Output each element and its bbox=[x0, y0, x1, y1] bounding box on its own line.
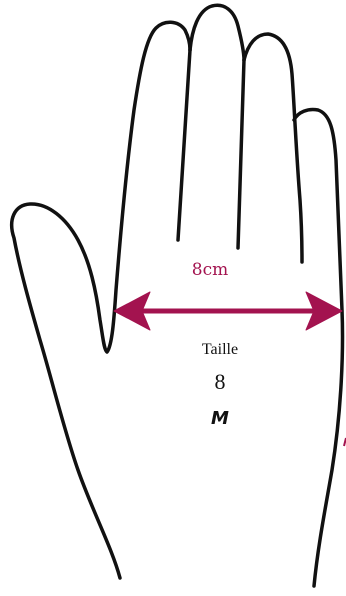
measurement-label: 8cm bbox=[180, 260, 240, 280]
size-letter: M bbox=[200, 408, 240, 429]
size-caption: Taille bbox=[180, 341, 260, 359]
size-number: 8 bbox=[200, 369, 240, 395]
measurement-arrow bbox=[114, 292, 342, 330]
